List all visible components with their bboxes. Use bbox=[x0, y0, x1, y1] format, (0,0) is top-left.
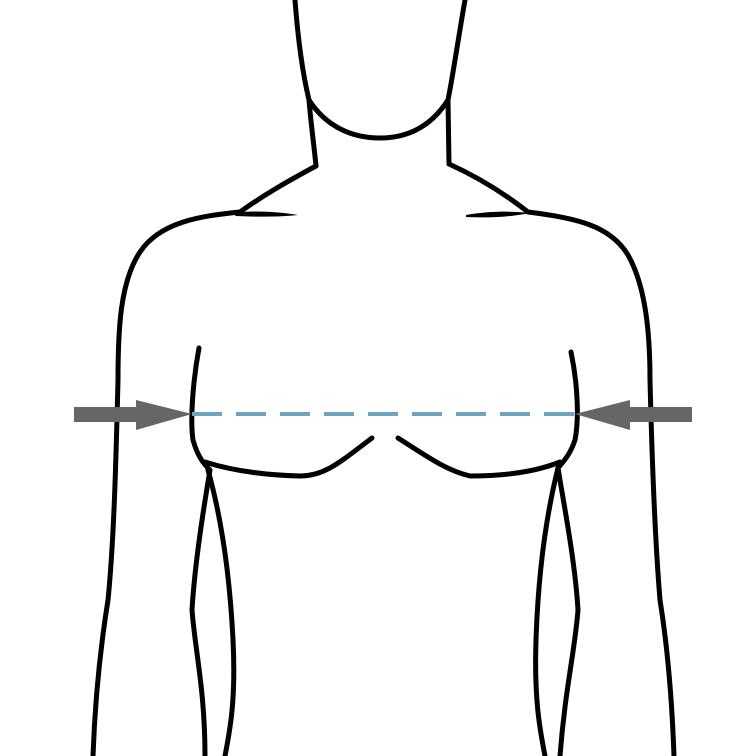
chest-curve-right bbox=[395, 435, 563, 479]
neck-right bbox=[445, 97, 452, 167]
clavicle-left bbox=[232, 211, 298, 217]
shoulder-right bbox=[446, 161, 653, 383]
left-arrow-icon bbox=[74, 400, 192, 430]
torso-side-right bbox=[533, 465, 561, 756]
arm-outer-right bbox=[647, 377, 677, 756]
clavicle-right bbox=[466, 211, 530, 218]
torso-side-left bbox=[205, 467, 237, 756]
arm-inner-right bbox=[555, 349, 581, 756]
neck-left bbox=[306, 97, 319, 169]
chest-curve-left bbox=[202, 435, 375, 479]
arm-outer-left bbox=[90, 377, 121, 756]
shoulder-left bbox=[115, 163, 319, 383]
head-outline bbox=[292, 0, 468, 141]
arm-inner-left bbox=[189, 345, 213, 756]
right-arrow-icon bbox=[575, 400, 692, 430]
